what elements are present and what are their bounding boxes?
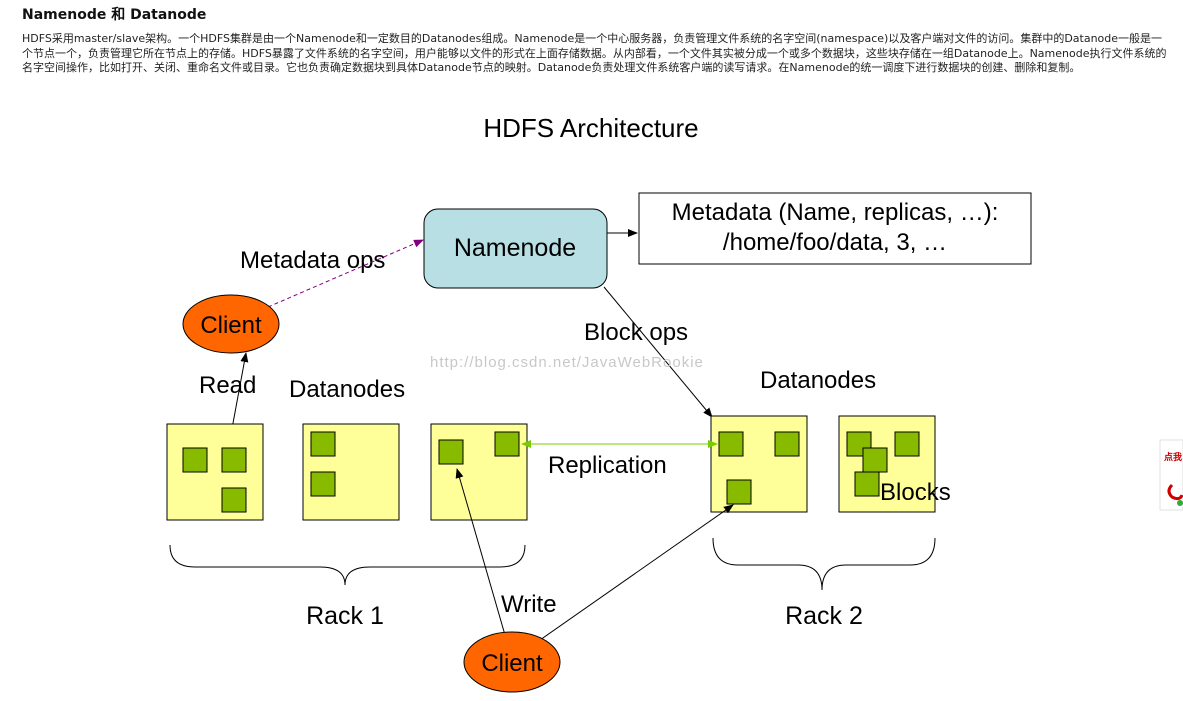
read-arrow xyxy=(230,352,249,435)
data-block xyxy=(494,431,520,457)
data-block xyxy=(221,487,247,513)
side-widget-dot-icon xyxy=(1177,500,1183,506)
client-write-node: Client xyxy=(463,631,561,693)
datanode-rack1-2 xyxy=(302,423,400,521)
data-block xyxy=(310,471,336,497)
rack1-label: Rack 1 xyxy=(306,602,384,630)
data-block xyxy=(182,447,208,473)
data-block xyxy=(310,431,336,457)
write-label: Write xyxy=(501,591,557,618)
metadata-line-2: /home/foo/data, 3, … xyxy=(723,229,947,256)
data-block xyxy=(726,479,752,505)
side-widget-icon xyxy=(1167,483,1183,501)
read-label: Read xyxy=(199,372,256,399)
client-read-node: Client xyxy=(182,294,280,354)
datanode-rack1-1 xyxy=(166,423,264,521)
metadata-ops-arrow xyxy=(267,239,424,308)
data-block xyxy=(438,439,464,465)
data-block xyxy=(774,431,800,457)
client-read-label: Client xyxy=(200,312,262,339)
data-block xyxy=(221,447,247,473)
replication-label: Replication xyxy=(548,452,667,479)
side-widget[interactable]: 点我 xyxy=(1159,439,1183,511)
metadata-line-1: Metadata (Name, replicas, …): xyxy=(672,199,999,226)
side-widget-label: 点我 xyxy=(1164,451,1182,462)
namenode-box: Namenode xyxy=(423,208,608,289)
data-block xyxy=(854,471,880,497)
client-write-label: Client xyxy=(481,650,543,677)
namenode-label: Namenode xyxy=(454,234,576,262)
rack1-brace xyxy=(169,544,526,586)
datanodes-left-label: Datanodes xyxy=(289,376,405,403)
diagram-title: HDFS Architecture xyxy=(483,113,698,143)
rack2-label: Rack 2 xyxy=(785,602,863,630)
rack2-brace xyxy=(712,537,936,591)
data-block xyxy=(894,431,920,457)
block-ops-label: Block ops xyxy=(584,319,688,346)
datanodes-right-label: Datanodes xyxy=(760,367,876,394)
datanode-rack1-3 xyxy=(430,423,528,521)
article-intro: HDFS采用master/slave架构。一个HDFS集群是由一个Namenod… xyxy=(22,32,1167,74)
data-block xyxy=(718,431,744,457)
datanode-rack2-2: Blocks xyxy=(838,415,951,513)
write-pipeline-arrow xyxy=(539,504,734,641)
metadata-box: Metadata (Name, replicas, …): /home/foo/… xyxy=(638,192,1032,265)
metadata-ops-label: Metadata ops xyxy=(240,247,385,274)
data-block xyxy=(862,447,888,473)
block-ops-arrow xyxy=(603,286,713,418)
article-heading: Namenode 和 Datanode xyxy=(22,7,207,23)
watermark: http://blog.csdn.net/JavaWebRookie xyxy=(430,354,704,371)
datanode-rack2-1 xyxy=(710,415,808,513)
blocks-label: Blocks xyxy=(880,479,951,506)
write-arrow xyxy=(455,468,506,636)
